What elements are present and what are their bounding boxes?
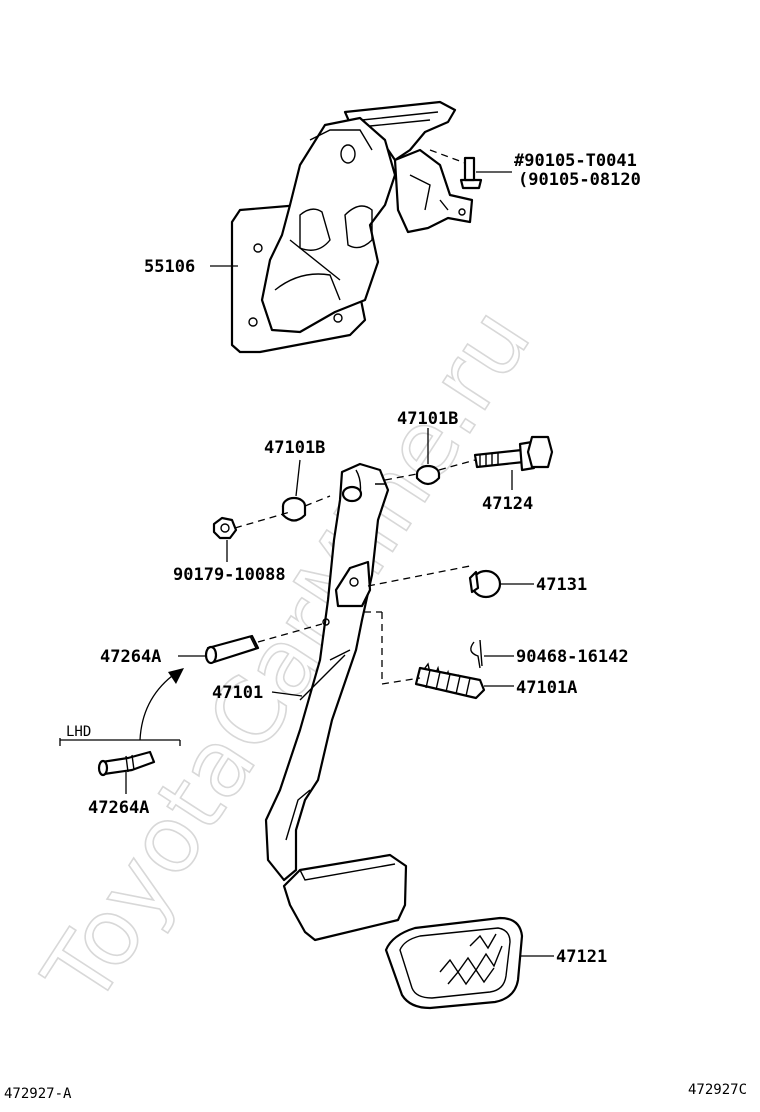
pedal-bracket-illustration — [230, 100, 483, 354]
nut-illustration — [212, 516, 238, 540]
pedal-pad-illustration — [384, 916, 524, 1010]
label-bushing-left[interactable]: 47101B — [264, 438, 325, 458]
label-pedal-pad[interactable]: 47121 — [556, 947, 607, 967]
label-lhd: LHD — [66, 724, 91, 740]
stopper-dashed-line — [367, 565, 471, 587]
bushing-right-illustration — [415, 464, 441, 486]
label-clip[interactable]: 90468-16142 — [516, 647, 629, 667]
spring-illustration — [414, 662, 486, 700]
label-pedal-bolt[interactable]: 47124 — [482, 494, 533, 514]
lhd-bracket-lines — [59, 738, 181, 746]
pedal-arm-illustration — [264, 462, 390, 882]
leader-47101 — [271, 691, 303, 697]
label-nut[interactable]: 90179-10088 — [173, 565, 286, 585]
label-pedal-arm[interactable]: 47101 — [212, 683, 263, 703]
pin-lhd-illustration — [97, 750, 156, 777]
footer-left-code: 472927-A — [4, 1086, 72, 1102]
bushing-left-illustration — [281, 496, 307, 522]
lhd-arrow-head — [168, 668, 184, 684]
stopper-illustration — [468, 569, 502, 599]
spring-dashed-line — [381, 612, 421, 685]
pedal-bolt-illustration — [473, 435, 554, 472]
pedal-pad-base-illustration — [282, 853, 408, 942]
pin-illustration — [204, 634, 260, 665]
footer-right-code: 472927C — [688, 1082, 747, 1098]
clip-illustration — [470, 639, 483, 669]
label-bolt-primary[interactable]: #90105-T0041 — [514, 151, 637, 171]
leader-47101B-left — [295, 459, 301, 497]
label-pin[interactable]: 47264A — [100, 647, 161, 667]
label-bracket[interactable]: 55106 — [144, 257, 195, 277]
lhd-arrow — [139, 675, 173, 741]
label-bushing-right[interactable]: 47101B — [397, 409, 458, 429]
label-pin-lhd[interactable]: 47264A — [88, 798, 149, 818]
label-stopper[interactable]: 47131 — [536, 575, 587, 595]
pivot-axis-line — [234, 459, 476, 529]
label-spring[interactable]: 47101A — [516, 678, 577, 698]
label-bolt-alt[interactable]: (90105-08120 — [518, 170, 641, 190]
